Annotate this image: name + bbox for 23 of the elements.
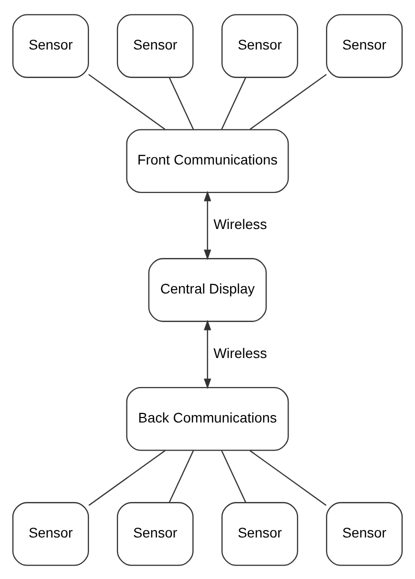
edge-label: Wireless: [213, 216, 267, 232]
connector: [168, 450, 194, 502]
node-box: Sensor: [116, 502, 194, 566]
connector: [221, 76, 246, 130]
connector: [88, 450, 166, 506]
node-box: Back Communications: [126, 386, 289, 450]
connector: [221, 450, 246, 502]
connector: [88, 73, 166, 130]
node-box: Sensor: [221, 502, 298, 566]
node-box: Central Display: [148, 258, 267, 322]
edge-label: Wireless: [213, 344, 267, 361]
connector: [250, 73, 327, 130]
node-box: Sensor: [326, 502, 403, 566]
node-box: Sensor: [326, 14, 403, 78]
arrow: [204, 190, 212, 260]
node-box: Front Communications: [126, 128, 289, 192]
arrow: [204, 319, 212, 389]
node-box: Sensor: [221, 14, 298, 78]
node-box: Sensor: [12, 14, 89, 78]
connector: [168, 76, 194, 130]
node-box: Sensor: [12, 502, 89, 566]
connector: [250, 450, 326, 506]
node-box: Sensor: [116, 14, 194, 78]
